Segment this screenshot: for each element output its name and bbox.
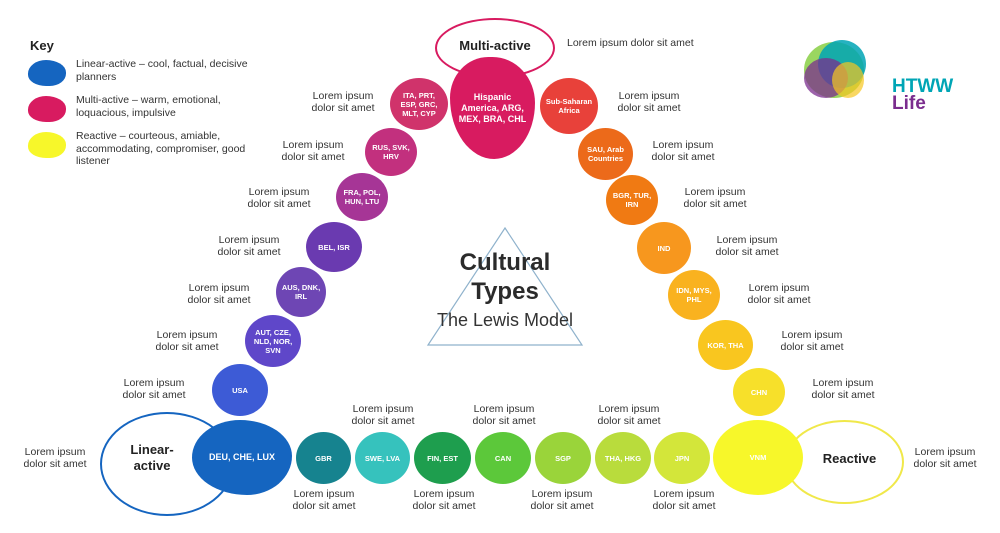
node-sgp: SGP bbox=[535, 432, 591, 484]
brand-line1: HTWW bbox=[892, 76, 954, 97]
node-ind: IND bbox=[637, 222, 691, 274]
node-tha-hkg: THA, HKG bbox=[595, 432, 651, 484]
lorem-label: Lorem ipsum dolor sit amet bbox=[187, 282, 251, 306]
node-fra: FRA, POL, HUN, LTU bbox=[336, 173, 388, 221]
key-item-linear-active: Linear-active – cool, factual, decisive … bbox=[28, 58, 256, 86]
lorem-label: Lorem ipsum dolor sit amet bbox=[747, 282, 811, 306]
brand-wordmark: HTWW Life bbox=[892, 76, 954, 114]
center-triangle bbox=[426, 226, 584, 346]
lorem-label: Lorem ipsum dolor sit amet bbox=[217, 234, 281, 258]
lorem-label: Lorem ipsum dolor sit amet bbox=[651, 139, 715, 163]
node-aut: AUT, CZE, NLD, NOR, SVN bbox=[245, 315, 301, 367]
lorem-label: Lorem ipsum dolor sit amet bbox=[530, 488, 594, 512]
node-vnm: VNM bbox=[713, 420, 803, 495]
node-gbr: GBR bbox=[296, 432, 351, 484]
lorem-label: Lorem ipsum dolor sit amet bbox=[715, 234, 779, 258]
reactive-swatch bbox=[28, 132, 66, 158]
lorem-label: Lorem ipsum dolor sit amet bbox=[652, 488, 716, 512]
brand-logo-icon bbox=[804, 40, 866, 98]
lorem-label: Lorem ipsum dolor sit amet bbox=[281, 139, 345, 163]
node-fin: FIN, EST bbox=[414, 432, 471, 484]
lorem-label: Lorem ipsum dolor sit amet bbox=[247, 186, 311, 210]
linear-active-swatch bbox=[28, 60, 66, 86]
lorem-label: Lorem ipsum dolor sit amet bbox=[780, 329, 844, 353]
lorem-label: Lorem ipsum dolor sit amet bbox=[351, 403, 415, 427]
brand-line2: Life bbox=[892, 93, 926, 114]
multi-active-swatch bbox=[28, 96, 66, 122]
node-deu: DEU, CHE, LUX bbox=[192, 420, 292, 495]
multi-active-label: Multi-active bbox=[459, 38, 531, 53]
lorem-label: Lorem ipsum dolor sit amet bbox=[597, 403, 661, 427]
node-sau: SAU, Arab Countries bbox=[578, 128, 633, 180]
node-hispanic-america: Hispanic America, ARG, MEX, BRA, CHL bbox=[450, 57, 535, 159]
center-subtitle: The Lewis Model bbox=[436, 310, 574, 330]
reactive-label: Reactive bbox=[822, 451, 877, 466]
lorem-label: Lorem ipsum dolor sit amet bbox=[122, 377, 186, 401]
lorem-label: Lorem ipsum dolor sit amet bbox=[155, 329, 219, 353]
lorem-label: Lorem ipsum dolor sit amet bbox=[23, 446, 87, 470]
lorem-label: Lorem ipsum dolor sit amet bbox=[292, 488, 356, 512]
key-linear-active-text: Linear-active – cool, factual, decisive … bbox=[76, 58, 248, 83]
lorem-label: Lorem ipsum dolor sit amet bbox=[683, 186, 747, 210]
key-item-reactive: Reactive – courteous, amiable, accommoda… bbox=[28, 130, 256, 168]
lorem-label: Lorem ipsum dolor sit amet bbox=[412, 488, 476, 512]
lorem-label: Lorem ipsum dolor sit amet bbox=[811, 377, 875, 401]
node-sub-saharan: Sub-Saharan Africa bbox=[540, 78, 598, 134]
lorem-label: Lorem ipsum dolor sit amet bbox=[913, 446, 977, 470]
lorem-label: Lorem ipsum dolor sit amet bbox=[472, 403, 536, 427]
lorem-label: Lorem ipsum dolor sit amet bbox=[311, 90, 375, 114]
linear-active-label: Linear-active bbox=[130, 442, 174, 473]
node-ita: ITA, PRT, ESP, GRC, MLT, CYP bbox=[390, 78, 448, 130]
node-chn: CHN bbox=[733, 368, 785, 416]
node-aus: AUS, DNK, IRL bbox=[276, 267, 326, 317]
node-idn: IDN, MYS, PHL bbox=[668, 270, 720, 320]
node-jpn: JPN bbox=[654, 432, 710, 484]
key-item-multi-active: Multi-active – warm, emotional, loquacio… bbox=[28, 94, 256, 122]
node-kor: KOR, THA bbox=[698, 320, 753, 370]
center-title: Cultural Types bbox=[459, 249, 551, 305]
node-swe: SWE, LVA bbox=[355, 432, 410, 484]
node-usa: USA bbox=[212, 364, 268, 416]
node-bgr: BGR, TUR, IRN bbox=[606, 175, 658, 225]
key-reactive-text: Reactive – courteous, amiable, accommoda… bbox=[76, 130, 246, 167]
lorem-label: Lorem ipsum dolor sit amet bbox=[567, 37, 694, 49]
lorem-label: Lorem ipsum dolor sit amet bbox=[617, 90, 681, 114]
node-can: CAN bbox=[475, 432, 531, 484]
node-rus: RUS, SVK, HRV bbox=[365, 128, 417, 176]
key-title: Key bbox=[30, 38, 54, 53]
key-multi-active-text: Multi-active – warm, emotional, loquacio… bbox=[76, 94, 221, 119]
node-bel: BEL, ISR bbox=[306, 222, 362, 272]
